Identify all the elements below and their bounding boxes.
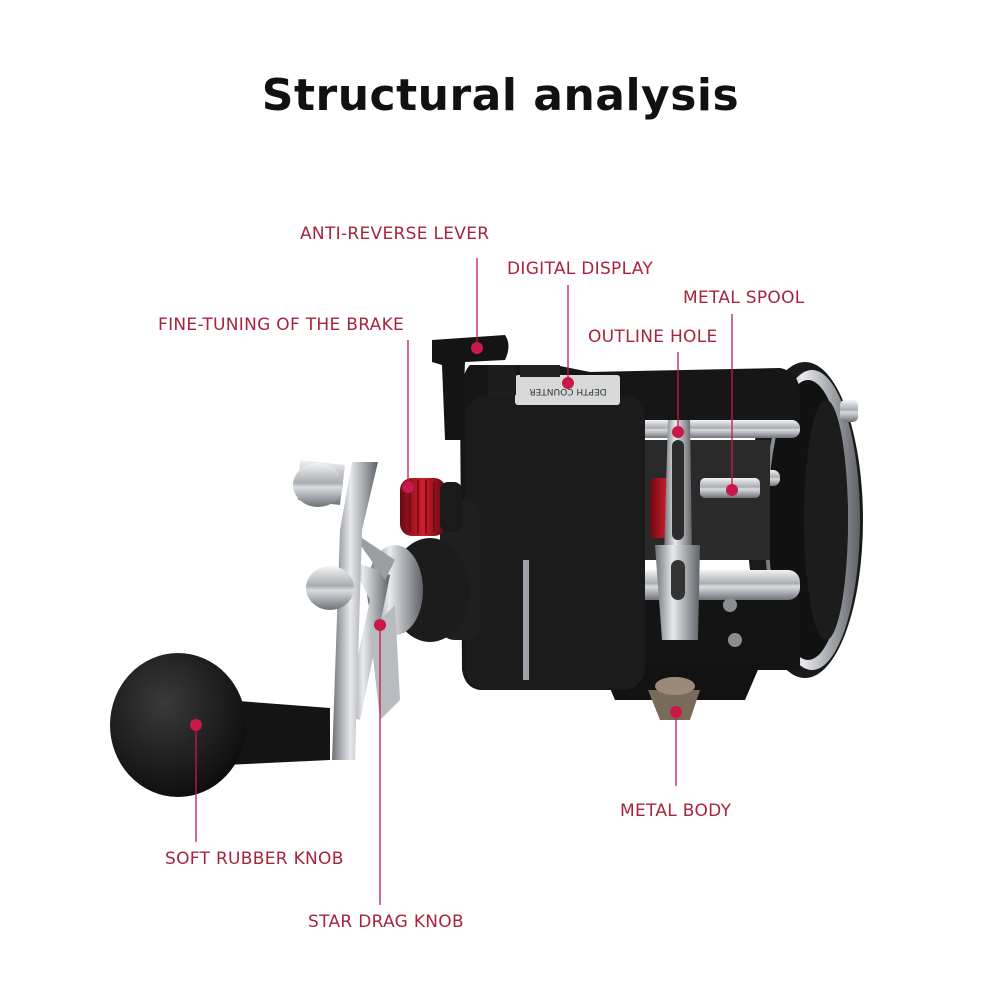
dot-rubber-knob bbox=[190, 719, 202, 731]
anti-reverse-lever bbox=[432, 335, 516, 440]
dot-outline-hole bbox=[672, 426, 684, 438]
dot-star-drag bbox=[374, 619, 386, 631]
dot-anti-reverse bbox=[471, 342, 483, 354]
handle-arm bbox=[293, 460, 378, 760]
depth-counter: DEPTH COUNTER bbox=[515, 365, 620, 405]
label-star-drag-knob: STAR DRAG KNOB bbox=[308, 912, 464, 932]
label-anti-reverse-lever: ANTI-REVERSE LEVER bbox=[300, 224, 490, 244]
label-outline-hole: OUTLINE HOLE bbox=[588, 327, 718, 347]
brake-knob bbox=[400, 478, 462, 536]
soft-rubber-knob bbox=[110, 653, 330, 797]
levelwind-guide bbox=[655, 418, 700, 640]
depth-counter-label: DEPTH COUNTER bbox=[529, 386, 606, 396]
label-fine-tuning-brake: FINE-TUNING OF THE BRAKE bbox=[158, 315, 405, 335]
callout-lines bbox=[195, 258, 733, 905]
dot-metal-spool bbox=[726, 484, 738, 496]
dot-metal-body bbox=[670, 706, 682, 718]
dot-brake bbox=[402, 481, 414, 493]
label-soft-rubber-knob: SOFT RUBBER KNOB bbox=[165, 849, 344, 869]
label-metal-body: METAL BODY bbox=[620, 801, 732, 821]
star-drag bbox=[345, 530, 470, 720]
metal-spool bbox=[640, 440, 770, 560]
dot-digital-display bbox=[562, 377, 574, 389]
callout-dots bbox=[190, 342, 738, 731]
label-digital-display: DIGITAL DISPLAY bbox=[507, 259, 654, 279]
page-title: Structural analysis bbox=[261, 70, 740, 121]
label-metal-spool: METAL SPOOL bbox=[683, 288, 805, 308]
